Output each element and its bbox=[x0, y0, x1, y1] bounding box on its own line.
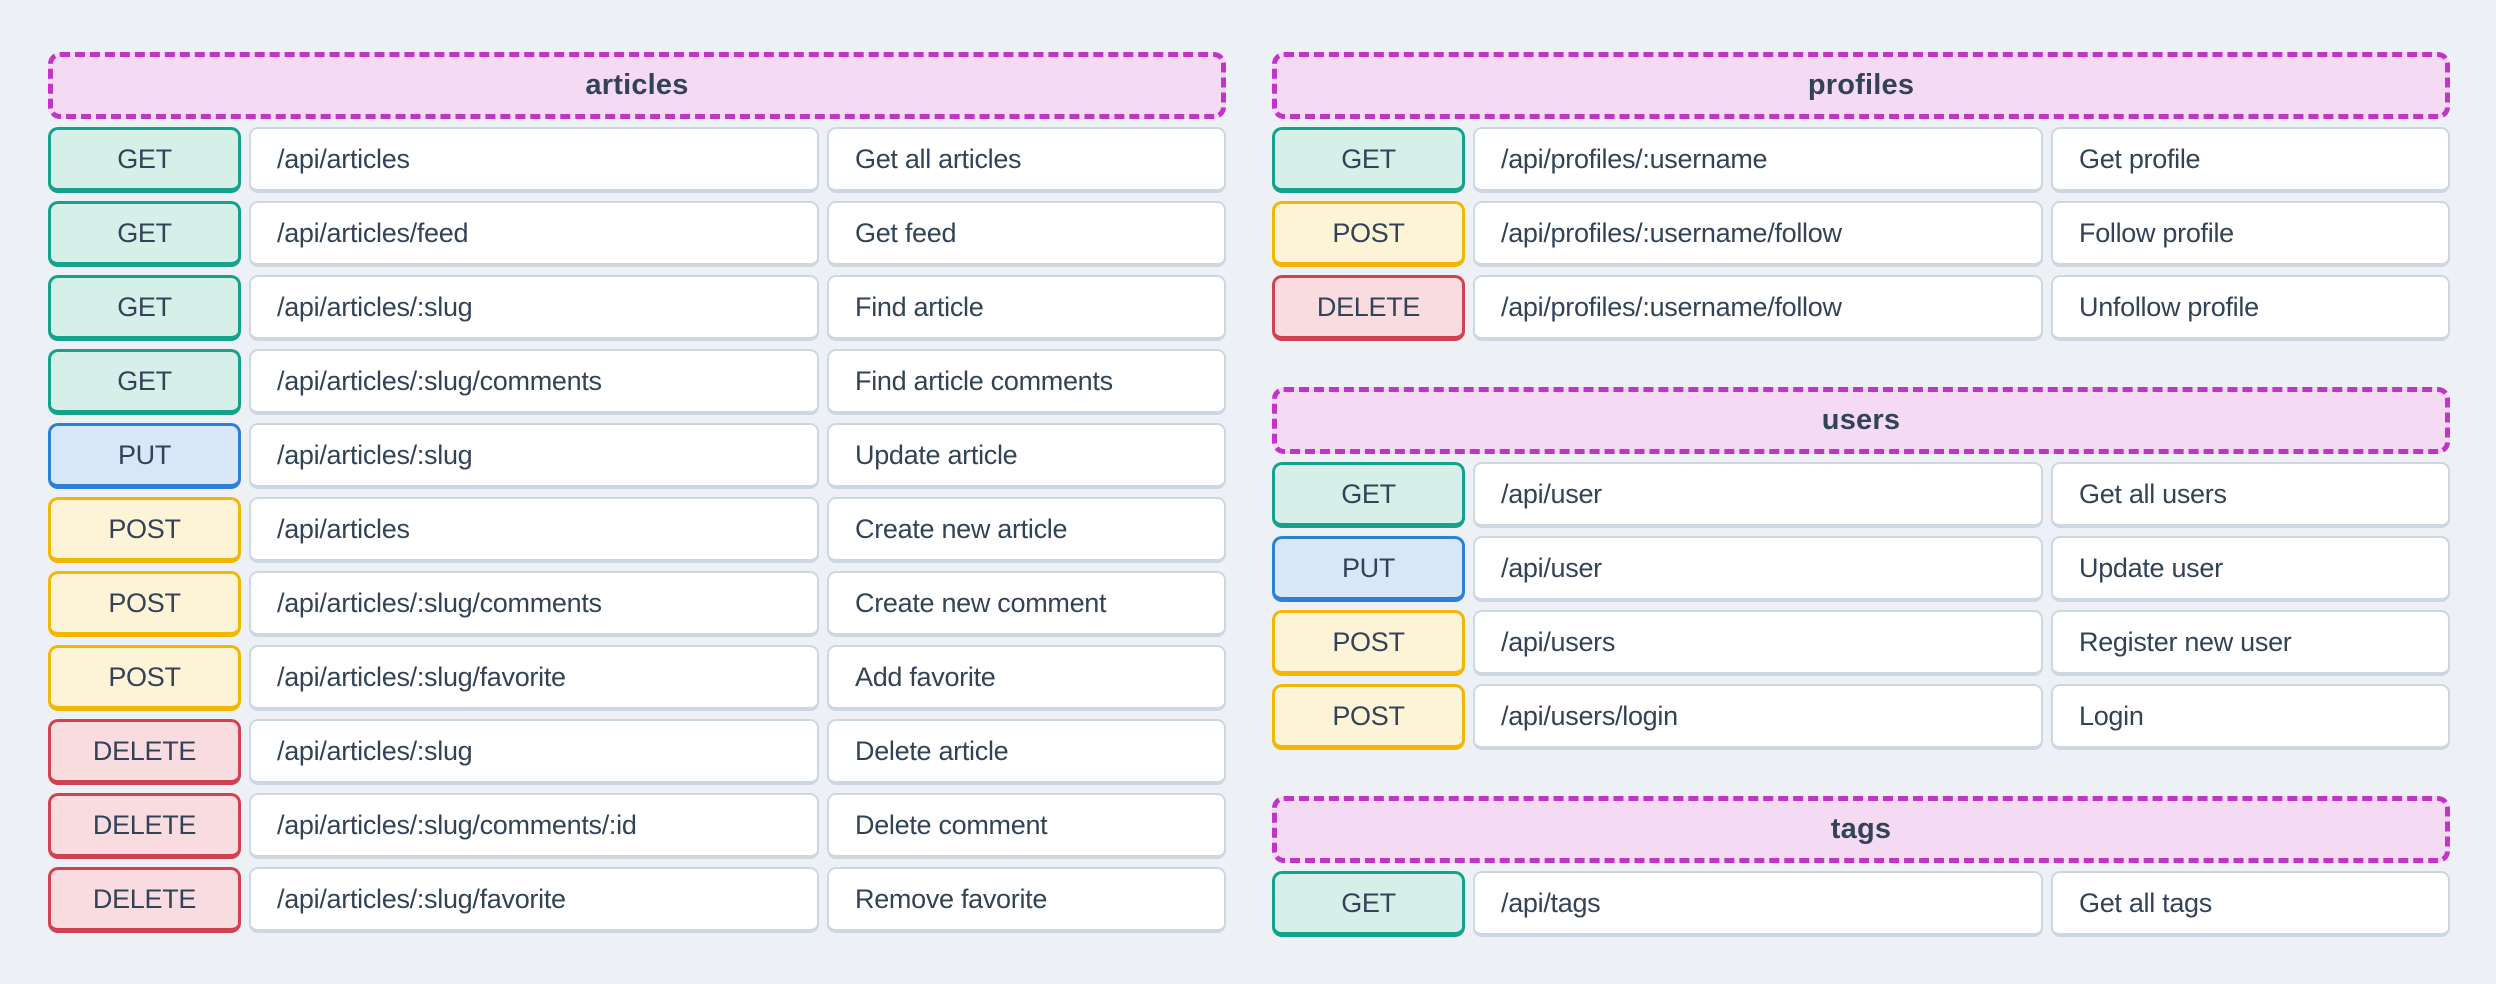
endpoint-path-cell: /api/articles/:slug/comments bbox=[249, 349, 819, 415]
endpoint-path-cell: /api/articles bbox=[249, 127, 819, 193]
method-badge: POST bbox=[1272, 201, 1465, 267]
method-badge: POST bbox=[1272, 610, 1465, 676]
section-header: tags bbox=[1272, 796, 2450, 863]
endpoint-path-cell: /api/articles bbox=[249, 497, 819, 563]
endpoint-description-cell: Delete comment bbox=[827, 793, 1226, 859]
endpoint-path-cell: /api/profiles/:username bbox=[1473, 127, 2043, 193]
method-badge: POST bbox=[48, 497, 241, 563]
method-badge: POST bbox=[48, 571, 241, 637]
endpoint-path-cell: /api/profiles/:username/follow bbox=[1473, 201, 2043, 267]
endpoint-description-cell: Update article bbox=[827, 423, 1226, 489]
endpoint-path-cell: /api/profiles/:username/follow bbox=[1473, 275, 2043, 341]
endpoint-path-cell: /api/user bbox=[1473, 536, 2043, 602]
method-badge: GET bbox=[48, 201, 241, 267]
method-badge: POST bbox=[48, 645, 241, 711]
endpoint-path-cell: /api/articles/feed bbox=[249, 201, 819, 267]
method-badge: DELETE bbox=[48, 793, 241, 859]
endpoint-description-cell: Get feed bbox=[827, 201, 1226, 267]
endpoint-description-cell: Get all tags bbox=[2051, 871, 2450, 937]
endpoint-description-cell: Create new comment bbox=[827, 571, 1226, 637]
method-badge: POST bbox=[1272, 684, 1465, 750]
method-badge: DELETE bbox=[1272, 275, 1465, 341]
endpoint-path-cell: /api/articles/:slug/favorite bbox=[249, 867, 819, 933]
section-header: articles bbox=[48, 52, 1226, 119]
endpoint-path-cell: /api/user bbox=[1473, 462, 2043, 528]
section-header: profiles bbox=[1272, 52, 2450, 119]
method-badge: PUT bbox=[48, 423, 241, 489]
method-badge: GET bbox=[48, 127, 241, 193]
endpoint-description-cell: Get profile bbox=[2051, 127, 2450, 193]
endpoint-description-cell: Get all articles bbox=[827, 127, 1226, 193]
endpoint-description-cell: Delete article bbox=[827, 719, 1226, 785]
method-badge: GET bbox=[48, 349, 241, 415]
endpoint-path-cell: /api/articles/:slug bbox=[249, 719, 819, 785]
endpoint-description-cell: Find article bbox=[827, 275, 1226, 341]
endpoint-description-cell: Update user bbox=[2051, 536, 2450, 602]
endpoint-path-cell: /api/articles/:slug/favorite bbox=[249, 645, 819, 711]
method-badge: PUT bbox=[1272, 536, 1465, 602]
endpoint-path-cell: /api/articles/:slug bbox=[249, 275, 819, 341]
endpoint-description-cell: Follow profile bbox=[2051, 201, 2450, 267]
endpoint-path-cell: /api/tags bbox=[1473, 871, 2043, 937]
endpoint-description-cell: Get all users bbox=[2051, 462, 2450, 528]
endpoint-description-cell: Unfollow profile bbox=[2051, 275, 2450, 341]
section-header: users bbox=[1272, 387, 2450, 454]
endpoint-description-cell: Register new user bbox=[2051, 610, 2450, 676]
endpoint-description-cell: Create new article bbox=[827, 497, 1226, 563]
endpoint-description-cell: Remove favorite bbox=[827, 867, 1226, 933]
endpoint-path-cell: /api/articles/:slug bbox=[249, 423, 819, 489]
endpoint-description-cell: Find article comments bbox=[827, 349, 1226, 415]
endpoint-description-cell: Login bbox=[2051, 684, 2450, 750]
method-badge: GET bbox=[1272, 462, 1465, 528]
endpoint-description-cell: Add favorite bbox=[827, 645, 1226, 711]
endpoint-path-cell: /api/users bbox=[1473, 610, 2043, 676]
endpoint-path-cell: /api/articles/:slug/comments/:id bbox=[249, 793, 819, 859]
method-badge: DELETE bbox=[48, 867, 241, 933]
method-badge: DELETE bbox=[48, 719, 241, 785]
method-badge: GET bbox=[48, 275, 241, 341]
endpoint-path-cell: /api/articles/:slug/comments bbox=[249, 571, 819, 637]
endpoint-path-cell: /api/users/login bbox=[1473, 684, 2043, 750]
method-badge: GET bbox=[1272, 871, 1465, 937]
method-badge: GET bbox=[1272, 127, 1465, 193]
